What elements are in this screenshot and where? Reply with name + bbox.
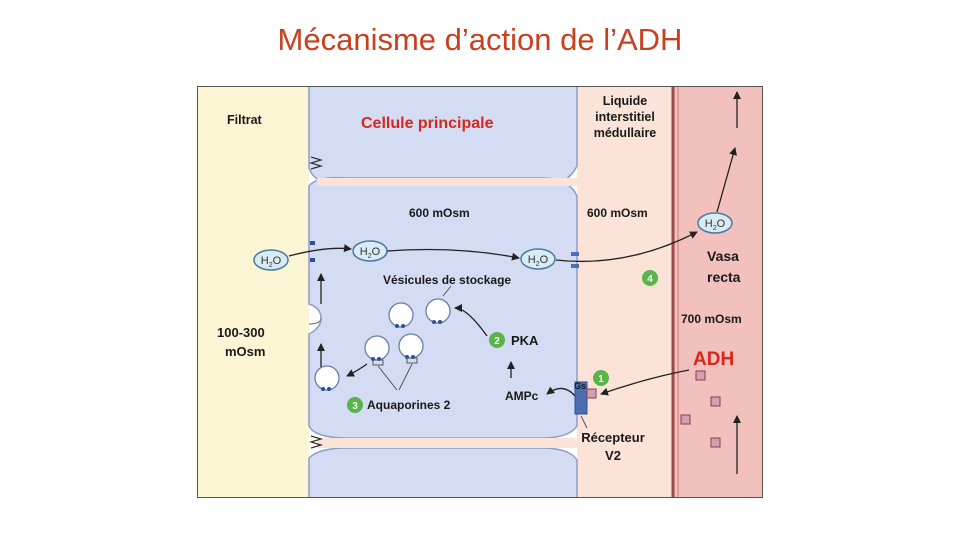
step-badge-4: 4: [642, 270, 658, 286]
svg-text:H2O: H2O: [360, 246, 381, 260]
ampc-label: AMPc: [505, 389, 539, 403]
aquaporin-icon: [310, 241, 315, 245]
vasa-osmolarity: 700 mOsm: [681, 312, 742, 326]
vesicle-move-arrow: [346, 363, 368, 377]
vesicle-icon: [398, 333, 424, 359]
tight-junction-icon: [308, 435, 324, 449]
svg-text:H2O: H2O: [705, 218, 726, 232]
aquaporin-pointer: [377, 365, 398, 391]
receptor-pointer: [580, 415, 588, 429]
pka-label: PKA: [511, 333, 539, 348]
ampc-production-arrow: [546, 386, 576, 397]
aquaporin-bracket-icon: [406, 357, 418, 364]
diagram-frame: [197, 86, 763, 498]
svg-text:2: 2: [494, 336, 500, 347]
vesicle-icon: [314, 365, 340, 391]
adh-molecule-icon: [710, 396, 721, 407]
water-molecule-icon: H2O: [253, 249, 289, 271]
vesicle-icon: [364, 335, 390, 361]
aquaporin-icon: [310, 258, 315, 262]
vasa-recta-zone: [673, 86, 763, 498]
adh-molecule-icon: [710, 437, 721, 448]
adh-molecule-icon: [680, 414, 691, 425]
vasa-label-line1: Vasa: [707, 248, 739, 264]
filtrate-osmolarity-line1: 100-300: [217, 325, 265, 340]
interstitial-label-line3: médullaire: [594, 126, 657, 140]
adh-label: ADH: [693, 349, 734, 370]
water-molecule-icon: H2O: [697, 212, 733, 234]
water-cross-arrow: [386, 248, 520, 261]
vesicle-label-pointer: [442, 285, 452, 297]
svg-text:1: 1: [598, 374, 604, 385]
fusing-vesicle-icon: [308, 317, 322, 325]
aquaporins-label: Aquaporines 2: [367, 398, 451, 412]
aquaporin-icon: [571, 264, 579, 268]
svg-text:H2O: H2O: [528, 254, 549, 268]
water-exit-arrow: [555, 231, 698, 263]
aquaporin-bracket-icon: [372, 359, 384, 366]
lower-cell: [308, 447, 578, 498]
step-badge-1: 1: [593, 370, 609, 386]
tight-junction-icon: [308, 156, 324, 170]
svg-text:H2O: H2O: [261, 255, 282, 269]
gs-protein-icon: [586, 388, 597, 399]
page-title: Mécanisme d’action de l’ADH: [277, 22, 683, 57]
vasa-label-line2: recta: [707, 269, 741, 285]
upper-cell: [308, 86, 578, 187]
cell-osmolarity: 600 mOsm: [409, 206, 470, 220]
adh-molecule-icon: [695, 370, 706, 381]
aquaporin-pointer: [398, 363, 413, 391]
interstitial-zone: [577, 86, 673, 498]
step-badge-2: 2: [489, 332, 505, 348]
step-badge-3: 3: [347, 397, 363, 413]
interstitial-label-line2: interstitiel: [595, 110, 655, 124]
receptor-label-line2: V2: [605, 448, 621, 463]
vesicle-icon: [425, 298, 451, 324]
filtrate-zone: [197, 86, 309, 498]
water-molecule-icon: H2O: [520, 248, 556, 270]
interstitial-osmolarity: 600 mOsm: [587, 206, 648, 220]
water-molecule-icon: H2O: [352, 240, 388, 262]
interstitial-label-line1: Liquide: [603, 94, 647, 108]
filtrate-osmolarity-line2: mOsm: [225, 344, 265, 359]
vesicles-label: Vésicules de stockage: [383, 273, 511, 287]
intercellular-gap-1: [317, 178, 577, 186]
principal-cell-label: Cellule principale: [361, 115, 494, 132]
intercellular-gap-2: [317, 438, 577, 448]
receptor-label-line1: Récepteur: [581, 430, 645, 445]
svg-text:4: 4: [647, 274, 653, 285]
pka-vesicle-arrow: [454, 304, 488, 337]
filtrat-label: Filtrat: [227, 113, 263, 127]
vasa-flow-arrow: [716, 147, 737, 213]
aquaporin-icon: [571, 252, 579, 256]
svg-text:3: 3: [352, 401, 358, 412]
adh-binding-arrow: [600, 369, 690, 396]
vesicle-icon: [388, 302, 414, 328]
water-entry-arrow: [288, 244, 352, 257]
gs-label: Gs: [574, 381, 586, 391]
adh-mechanism-diagram: Filtrat Cellule principale Liquide inter…: [197, 86, 763, 498]
